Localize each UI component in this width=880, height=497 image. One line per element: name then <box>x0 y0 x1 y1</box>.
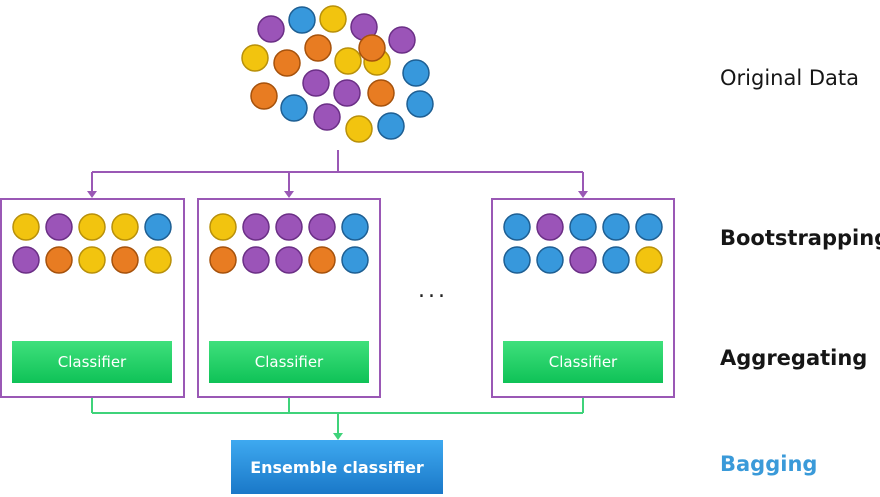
sample-point-purple <box>536 213 564 241</box>
more-bags-ellipsis: ... <box>418 278 448 303</box>
sample-point-blue <box>602 246 630 274</box>
sample-point-orange <box>209 246 237 274</box>
sample-point-purple <box>275 213 303 241</box>
data-point-purple <box>333 79 361 107</box>
sample-point-purple <box>275 246 303 274</box>
data-point-yellow <box>319 5 347 33</box>
sample-point-blue <box>503 213 531 241</box>
sample-point-yellow <box>111 213 139 241</box>
classifier-1: Classifier <box>12 341 172 383</box>
data-point-blue <box>377 112 405 140</box>
arrowhead-1 <box>87 191 97 198</box>
arrowhead-3 <box>578 191 588 198</box>
label-original-data: Original Data <box>720 66 859 90</box>
sample-point-purple <box>12 246 40 274</box>
label-bagging: Bagging <box>720 452 818 476</box>
sample-point-purple <box>242 213 270 241</box>
arrowhead-2 <box>284 191 294 198</box>
sample-point-blue <box>635 213 663 241</box>
sample-point-blue <box>144 213 172 241</box>
sample-point-yellow <box>78 213 106 241</box>
data-point-blue <box>402 59 430 87</box>
sample-point-yellow <box>209 213 237 241</box>
sample-point-blue <box>536 246 564 274</box>
data-point-orange <box>304 34 332 62</box>
data-point-blue <box>288 6 316 34</box>
sample-point-orange <box>45 246 73 274</box>
data-point-purple <box>313 103 341 131</box>
sample-point-purple <box>308 213 336 241</box>
data-point-orange <box>250 82 278 110</box>
data-point-yellow <box>334 47 362 75</box>
data-point-orange <box>358 34 386 62</box>
sample-point-yellow <box>12 213 40 241</box>
data-point-blue <box>280 94 308 122</box>
ensemble-classifier: Ensemble classifier <box>231 440 443 494</box>
sample-point-blue <box>341 213 369 241</box>
bag-box-3 <box>491 198 675 398</box>
classifier-2: Classifier <box>209 341 369 383</box>
split-arrowheads <box>87 191 588 198</box>
merge-arrowhead <box>333 433 343 440</box>
sample-point-blue <box>503 246 531 274</box>
sample-point-orange <box>308 246 336 274</box>
bootstrap-samples <box>12 213 663 274</box>
sample-point-blue <box>341 246 369 274</box>
data-point-blue <box>406 90 434 118</box>
sample-point-yellow <box>144 246 172 274</box>
bag-box-1 <box>0 198 185 398</box>
sample-point-purple <box>242 246 270 274</box>
original-data-cluster <box>241 5 434 143</box>
data-point-orange <box>367 79 395 107</box>
data-point-purple <box>388 26 416 54</box>
data-point-purple <box>257 15 285 43</box>
data-point-yellow <box>345 115 373 143</box>
bag-box-2 <box>197 198 381 398</box>
split-connector <box>91 150 584 192</box>
data-point-purple <box>302 69 330 97</box>
sample-point-blue <box>569 213 597 241</box>
merge-connector <box>91 397 584 434</box>
sample-point-yellow <box>78 246 106 274</box>
sample-point-blue <box>602 213 630 241</box>
label-aggregating: Aggregating <box>720 346 868 370</box>
sample-point-purple <box>569 246 597 274</box>
classifier-3: Classifier <box>503 341 663 383</box>
data-point-yellow <box>241 44 269 72</box>
data-point-orange <box>273 49 301 77</box>
sample-point-orange <box>111 246 139 274</box>
sample-point-yellow <box>635 246 663 274</box>
sample-point-purple <box>45 213 73 241</box>
label-bootstrapping: Bootstrapping <box>720 226 880 250</box>
